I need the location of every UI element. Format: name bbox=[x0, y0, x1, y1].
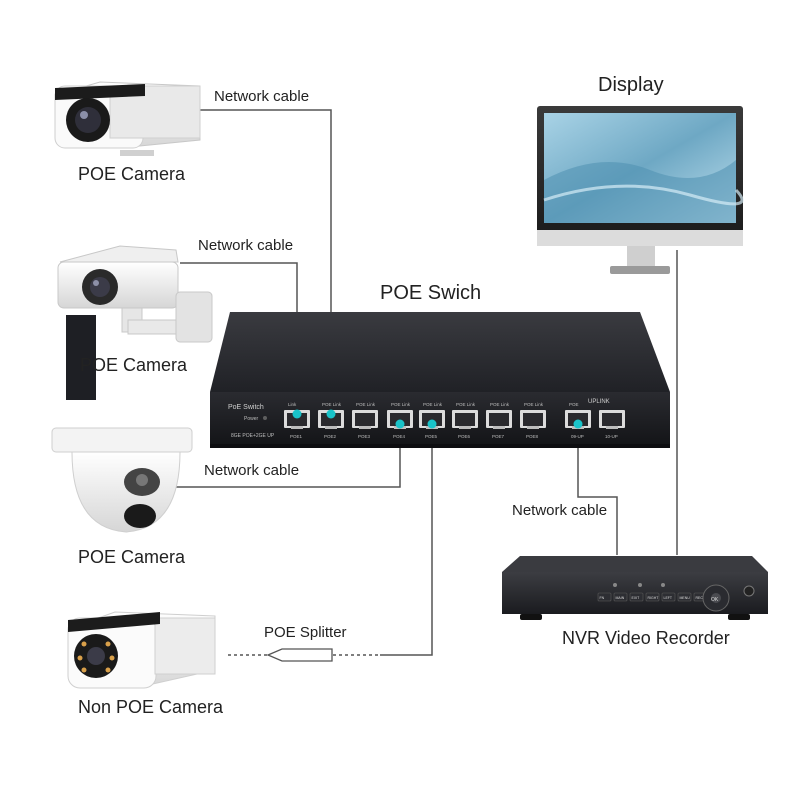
nvr-button-label: MENU bbox=[680, 596, 691, 600]
camera2-box bbox=[57, 245, 213, 400]
nvr-indicator-3 bbox=[661, 583, 665, 587]
switch-port-3: POE3 POE Link bbox=[352, 402, 378, 439]
cable-label-2: Network cable bbox=[196, 237, 296, 254]
nvr-button-left: LEFT bbox=[661, 592, 676, 602]
switch-port-top-label-5: POE Link bbox=[423, 402, 443, 407]
display-monitor bbox=[537, 106, 744, 274]
switch-port-top-label-4: POE Link bbox=[391, 402, 411, 407]
cable-label-3: Network cable bbox=[202, 462, 302, 479]
nvr-front-buttons: FN MAIN EXIT RIGHT LEFT MENU REC bbox=[597, 592, 708, 602]
camera1-label: POE Camera bbox=[78, 164, 186, 184]
port-link-led-2 bbox=[326, 409, 336, 419]
nvr-button-fn: FN bbox=[597, 592, 612, 602]
switch-port-2: POE2 POE Link bbox=[318, 402, 344, 439]
cable-label-nvr: Network cable bbox=[510, 502, 610, 519]
switch-port-label-3: POE3 bbox=[358, 434, 371, 439]
switch-port-top-label-3: POE Link bbox=[356, 402, 376, 407]
switch-port-10: 10-UP bbox=[599, 410, 625, 439]
switch-label: POE Swich bbox=[380, 282, 482, 304]
nvr-button-label: REC bbox=[696, 596, 704, 600]
switch-port-label-9: 09-UP bbox=[571, 434, 584, 439]
switch-port-5: POE5 POE Link bbox=[419, 402, 445, 439]
switch-port-label-7: POE7 bbox=[492, 434, 505, 439]
switch-port-label-10: 10-UP bbox=[605, 434, 618, 439]
nvr-button-label: FN bbox=[600, 596, 605, 600]
cable-label-1: Network cable bbox=[212, 88, 312, 105]
switch-port-8: POE8 POE Link bbox=[520, 402, 546, 439]
nvr-dpad-label: OK bbox=[711, 597, 719, 603]
switch-port-top-label-2: POE Link bbox=[322, 402, 342, 407]
nvr-button-menu: MENU bbox=[677, 592, 692, 602]
cable-splitter-to-poe5 bbox=[380, 430, 433, 656]
camera4-label: Non POE Camera bbox=[78, 697, 224, 717]
switch-port-label-2: POE2 bbox=[324, 434, 337, 439]
port-link-led-1 bbox=[292, 409, 302, 419]
switch-port-1: POE1 Link bbox=[284, 402, 310, 439]
nvr-power-button bbox=[743, 585, 755, 597]
nvr-indicator-1 bbox=[613, 583, 617, 587]
switch-port-label-1: POE1 bbox=[290, 434, 303, 439]
nvr-button-right: RIGHT bbox=[645, 592, 660, 602]
switch-port-top-label-9: POE bbox=[569, 402, 579, 407]
camera3-label: POE Camera bbox=[78, 547, 186, 567]
cable-camera3-to-poe4 bbox=[172, 430, 401, 488]
port-link-led-4 bbox=[395, 419, 405, 429]
camera3-dome bbox=[51, 427, 193, 533]
nvr-button-label: MAIN bbox=[616, 596, 625, 600]
camera2-label: POE Camera bbox=[80, 355, 188, 375]
nvr-button-label: EXIT bbox=[632, 596, 641, 600]
switch-brand-text: PoE Switch bbox=[228, 404, 264, 411]
nvr-label: NVR Video Recorder bbox=[562, 628, 730, 648]
nvr-button-main: MAIN bbox=[613, 592, 628, 602]
port-link-led-5 bbox=[427, 419, 437, 429]
camera1-bullet bbox=[54, 81, 201, 156]
switch-port-top-label-6: POE Link bbox=[456, 402, 476, 407]
switch-model-text: 8GE POE+2GE UP bbox=[231, 433, 275, 439]
switch-port-label-4: POE4 bbox=[393, 434, 406, 439]
cable-uplink-to-nvr bbox=[577, 432, 618, 555]
switch-port-4: POE4 POE Link bbox=[387, 402, 413, 439]
display-label: Display bbox=[598, 74, 664, 96]
nvr-recorder: FN MAIN EXIT RIGHT LEFT MENU REC OK bbox=[502, 556, 768, 620]
nvr-button-label: LEFT bbox=[664, 596, 673, 600]
switch-port-7: POE7 POE Link bbox=[486, 402, 512, 439]
switch-port-top-label-8: POE Link bbox=[524, 402, 544, 407]
switch-port-label-8: POE8 bbox=[526, 434, 539, 439]
switch-power-text: Power bbox=[244, 416, 259, 422]
switch-port-label-5: POE5 bbox=[425, 434, 438, 439]
switch-port-6: POE6 POE Link bbox=[452, 402, 478, 439]
power-led bbox=[263, 416, 267, 420]
nvr-button-label: RIGHT bbox=[648, 596, 660, 600]
switch-port-label-6: POE6 bbox=[458, 434, 471, 439]
splitter-label: POE Splitter bbox=[262, 624, 349, 641]
switch-uplink-text: UPLINK bbox=[588, 399, 610, 405]
poe-switch: PoE Switch Power 8GE POE+2GE UP UPLINK P… bbox=[210, 312, 670, 448]
nvr-button-exit: EXIT bbox=[629, 592, 644, 602]
camera4-bullet bbox=[67, 611, 216, 689]
poe-splitter bbox=[266, 648, 333, 662]
switch-port-top-label-1: Link bbox=[288, 402, 297, 407]
port-link-led-9 bbox=[573, 419, 583, 429]
switch-port-top-label-7: POE Link bbox=[490, 402, 510, 407]
nvr-indicator-2 bbox=[638, 583, 642, 587]
